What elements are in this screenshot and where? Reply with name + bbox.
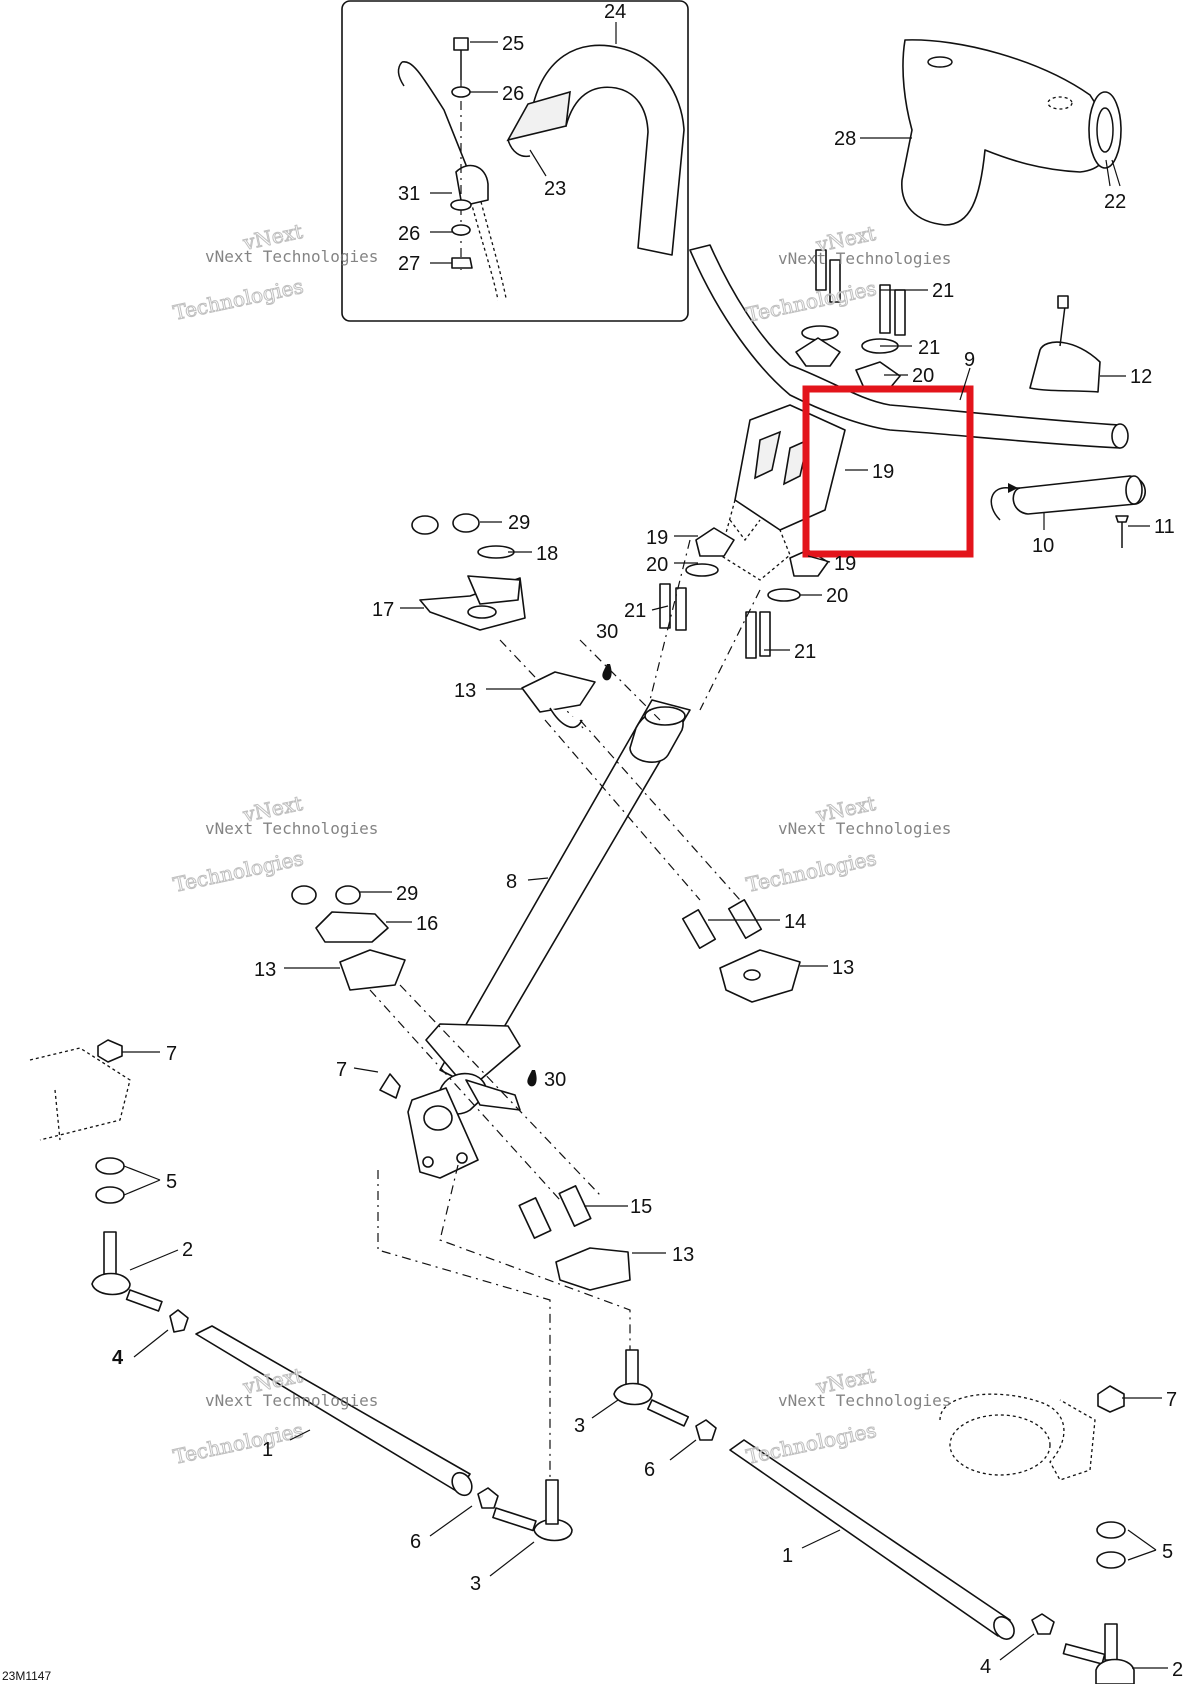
callout-7: 7 [166,1043,177,1065]
callout-8: 8 [506,871,517,893]
callout-7: 7 [1166,1389,1177,1411]
callout-14: 15 [630,1196,652,1218]
callout-9: 9 [964,349,975,371]
callout-13: 13 [254,959,276,981]
steering-column-part [439,539,761,1086]
drawing-id: 23M1147 [2,1669,51,1683]
callout-26: 26 [502,83,524,105]
callout-15: 16 [416,913,438,935]
callout-14: 14 [784,911,806,933]
highlight-box [802,385,974,558]
callout-1: 1 [782,1545,793,1567]
callout-19: 19 [646,527,668,549]
upper-cross-tube-part [411,513,801,1003]
callout-labels: 25 26 31 26 27 23 24 28 22 21 21 20 9 12… [112,1,1183,1681]
callout-17: 18 [536,543,558,565]
callout-13: 13 [832,957,854,979]
callout-25: 25 [502,33,524,55]
callout-28: 28 [834,128,856,150]
svg-text:vNext Technologies: vNext Technologies [205,247,378,266]
callout-27: 27 [398,253,420,275]
svg-text:vNext Technologies: vNext Technologies [778,1391,951,1410]
oil-drop-icon [527,1070,537,1087]
callout-18: 19 [872,461,894,483]
svg-text:vNext Technologies: vNext Technologies [778,819,951,838]
callout-31: 31 [398,183,420,205]
svg-text:vNext Technologies: vNext Technologies [205,1391,378,1410]
callout-6: 6 [644,1459,655,1481]
callout-22: 22 [1104,191,1126,213]
svg-text:vNext Technologies: vNext Technologies [778,249,951,268]
callout-21: 21 [624,600,646,622]
left-tie-rod-assembly [29,1039,473,1497]
callout-5: 5 [166,1171,177,1193]
callout-2: 2 [182,1239,193,1261]
callout-1: 1 [262,1439,273,1461]
handlebar-part [689,244,1146,548]
callout-30: 30 [544,1069,566,1091]
callout-4: 4 [980,1656,991,1678]
top-clamp-hardware [795,249,906,389]
callout-13: 13 [454,680,476,702]
callout-leaders [122,22,1168,1669]
svg-text:vNext Technologies: vNext Technologies [205,819,378,838]
lower-cross-tube-part [291,885,631,1291]
callout-10: 10 [1032,535,1054,557]
callout-13: 13 [672,1244,694,1266]
callout-30: 30 [596,621,618,643]
callout-2: 2 [1172,1659,1183,1681]
callout-3: 3 [574,1415,585,1437]
grip-cover-part [901,39,1122,226]
center-tie-rod-ends [377,1164,717,1542]
callout-21: 21 [794,641,816,663]
callout-3: 3 [470,1573,481,1595]
callout-29: 29 [508,512,530,534]
callout-4: 4 [112,1347,124,1369]
callout-29: 29 [396,883,418,905]
callout-23: 23 [544,178,566,200]
oil-drop-icon [602,664,612,681]
callout-16: 17 [372,599,394,621]
callout-12: 12 [1130,366,1152,388]
callout-5: 5 [1162,1541,1173,1563]
right-tie-rod-assembly [729,1385,1135,1684]
callout-24: 24 [604,1,626,23]
callout-19: 19 [834,553,856,575]
callout-21: 21 [932,280,954,302]
callout-20: 20 [646,554,668,576]
callout-20: 21 [918,337,940,359]
callout-11: 11 [1154,516,1175,538]
callout-7: 7 [336,1059,347,1081]
callout-26: 26 [398,223,420,245]
callout-19: 20 [912,365,934,387]
callout-6: 6 [410,1531,421,1553]
stem-plate-part [659,404,846,659]
callout-20: 20 [826,585,848,607]
